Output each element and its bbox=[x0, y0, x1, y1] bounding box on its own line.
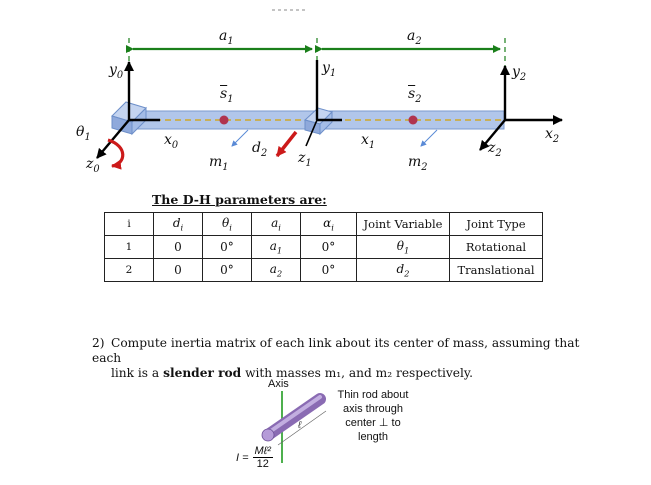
label-y2: y2 bbox=[512, 64, 527, 83]
slender-rod-figure bbox=[261, 391, 327, 463]
dh-header-i: i bbox=[104, 212, 154, 236]
dh-cell-alpha: 0° bbox=[300, 258, 357, 282]
robot-diagram bbox=[96, 9, 563, 170]
dh-row: 2 0 0° a2 0° d2 Translational bbox=[104, 258, 543, 282]
label-x2: x2 bbox=[545, 126, 560, 145]
label-theta1: θ1 bbox=[76, 124, 91, 143]
label-s2: s2 bbox=[408, 86, 422, 105]
dh-header-a: ai bbox=[251, 212, 301, 236]
z2-axis bbox=[479, 119, 506, 151]
rod-description: Thin rod about axis through center ⊥ to … bbox=[337, 389, 409, 443]
formula-numerator: Mℓ² bbox=[252, 445, 273, 458]
dh-cell-i: 2 bbox=[104, 258, 154, 282]
label-y0: y0 bbox=[109, 62, 124, 81]
label-a1: a1 bbox=[219, 28, 234, 47]
label-x1: x1 bbox=[361, 132, 376, 151]
dh-cell-joint-variable: d2 bbox=[356, 258, 450, 282]
rod-body bbox=[261, 393, 326, 442]
label-z1: z1 bbox=[298, 150, 312, 169]
com-link-1 bbox=[219, 115, 229, 125]
question-line-2: link is a slender rod with masses m₁, an… bbox=[111, 366, 474, 380]
rod-length-marker bbox=[277, 410, 327, 446]
dh-cell-d: 0 bbox=[153, 258, 203, 282]
dh-cell-alpha: 0° bbox=[300, 235, 357, 259]
label-x0: x0 bbox=[164, 132, 179, 151]
dh-cell-joint-variable: θ1 bbox=[356, 235, 450, 259]
dh-cell-a: a1 bbox=[251, 235, 301, 259]
dh-cell-theta: 0° bbox=[202, 235, 252, 259]
label-z2: z2 bbox=[488, 140, 502, 159]
dh-parameter-table: i di θi ai αi Joint Variable Joint Type … bbox=[104, 212, 543, 282]
dh-cell-i: 1 bbox=[104, 235, 154, 259]
question-2: 2)Compute inertia matrix of each link ab… bbox=[92, 336, 582, 381]
s2-vector bbox=[420, 129, 438, 147]
label-m2: m2 bbox=[408, 154, 428, 173]
dh-cell-a: a2 bbox=[251, 258, 301, 282]
dh-table-title: The D-H parameters are: bbox=[152, 192, 327, 207]
dh-cell-theta: 0° bbox=[202, 258, 252, 282]
label-z0: z0 bbox=[86, 156, 100, 175]
dh-header-joint-type: Joint Type bbox=[449, 212, 543, 236]
rod-length-label: ℓ bbox=[298, 420, 302, 431]
d2-translation-arrow bbox=[275, 130, 298, 158]
com-link-2 bbox=[408, 115, 418, 125]
dh-header-d: di bbox=[153, 212, 203, 236]
label-a2: a2 bbox=[407, 28, 422, 47]
label-m1: m1 bbox=[209, 154, 229, 173]
s1-vector bbox=[231, 129, 249, 147]
dh-row: 1 0 0° a1 0° θ1 Rotational bbox=[104, 235, 543, 259]
dh-header-row: i di θi ai αi Joint Variable Joint Type bbox=[104, 212, 543, 236]
theta1-rotation-arrow bbox=[107, 138, 125, 170]
joint-1-cube bbox=[303, 107, 333, 136]
label-d2: d2 bbox=[252, 140, 268, 159]
rod-axis-label: Axis bbox=[268, 378, 289, 390]
question-emphasis: slender rod bbox=[163, 366, 242, 380]
formula-denominator: 12 bbox=[256, 458, 269, 470]
z1-axis bbox=[305, 119, 318, 147]
dh-header-joint-variable: Joint Variable bbox=[356, 212, 450, 236]
label-s1: s1 bbox=[220, 86, 234, 105]
dh-header-alpha: αi bbox=[300, 212, 357, 236]
z0-axis bbox=[96, 119, 130, 159]
dh-cell-joint-type: Translational bbox=[449, 258, 543, 282]
question-line-1: 2)Compute inertia matrix of each link ab… bbox=[92, 336, 580, 365]
question-number: 2) bbox=[92, 336, 105, 350]
inertia-formula: I = Mℓ² 12 bbox=[236, 445, 273, 470]
dh-cell-d: 0 bbox=[153, 235, 203, 259]
dh-header-theta: θi bbox=[202, 212, 252, 236]
dh-cell-joint-type: Rotational bbox=[449, 235, 543, 259]
label-y1: y1 bbox=[322, 60, 337, 79]
